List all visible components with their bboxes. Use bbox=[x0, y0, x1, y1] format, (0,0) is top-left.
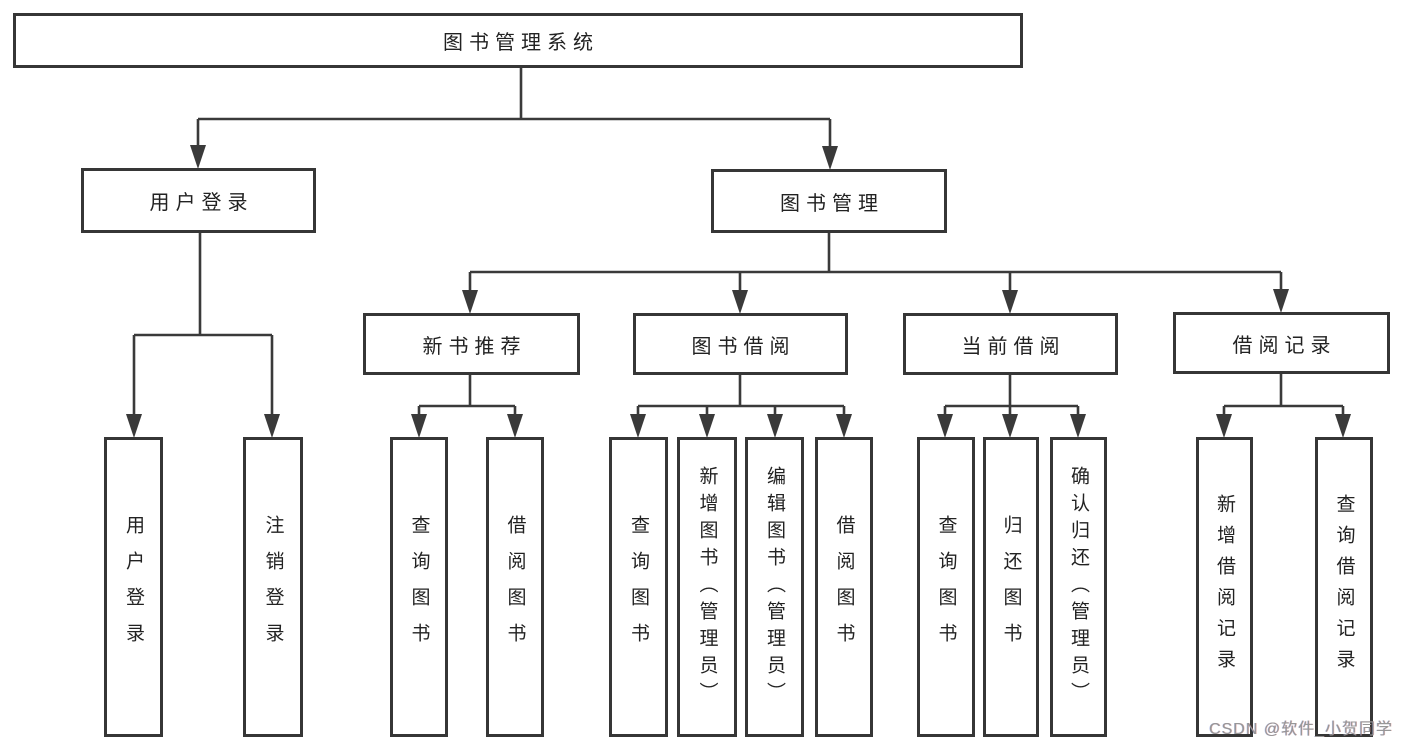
leaf-add-book-admin-label: 新增图书（管理员） bbox=[696, 465, 718, 709]
leaf-borrow-query-book-label: 查询图书 bbox=[628, 515, 649, 659]
leaf-borrow-book-label: 借阅图书 bbox=[833, 515, 855, 659]
node-new-book-recommendation: 新书推荐 bbox=[363, 313, 580, 375]
node-new-book-recommendation-label: 新书推荐 bbox=[422, 335, 527, 358]
leaf-edit-book-admin: 编辑图书（管理员） bbox=[745, 437, 804, 737]
leaf-edit-book-admin-label: 编辑图书（管理员） bbox=[764, 465, 785, 709]
arrowheads bbox=[126, 145, 1351, 438]
leaf-recommend-query-book: 查询图书 bbox=[390, 437, 448, 737]
node-book-borrowing-label: 图书借阅 bbox=[691, 335, 796, 358]
connector-paths bbox=[132, 68, 1345, 414]
leaf-query-borrow-record: 查询借阅记录 bbox=[1315, 437, 1373, 737]
leaf-borrow-query-book: 查询图书 bbox=[609, 437, 668, 737]
leaf-recommend-query-book-label: 查询图书 bbox=[408, 515, 430, 659]
node-root-label: 图书管理系统 bbox=[443, 32, 599, 54]
node-user-login: 用户登录 bbox=[81, 168, 316, 233]
leaf-borrow-book: 借阅图书 bbox=[815, 437, 873, 737]
csdn-watermark: CSDN @软件_小贺同学 bbox=[1209, 721, 1393, 738]
node-root-system: 图书管理系统 bbox=[13, 13, 1023, 68]
leaf-return-book-label: 归还图书 bbox=[1000, 515, 1022, 659]
leaf-query-borrow-record-label: 查询借阅记录 bbox=[1333, 494, 1355, 680]
node-borrowing-records-label: 借阅记录 bbox=[1232, 334, 1337, 357]
node-book-management-label: 图书管理 bbox=[780, 192, 884, 215]
node-user-login-label: 用户登录 bbox=[149, 192, 254, 214]
node-borrowing-records: 借阅记录 bbox=[1173, 312, 1390, 374]
node-book-management: 图书管理 bbox=[711, 169, 947, 233]
leaf-confirm-return-admin: 确认归还（管理员） bbox=[1050, 437, 1107, 737]
leaf-recommend-borrow-book-label: 借阅图书 bbox=[504, 515, 526, 659]
leaf-recommend-borrow-book: 借阅图书 bbox=[486, 437, 544, 737]
leaf-return-book: 归还图书 bbox=[983, 437, 1039, 737]
node-current-borrowing-label: 当前借阅 bbox=[961, 335, 1066, 358]
leaf-add-borrow-record: 新增借阅记录 bbox=[1196, 437, 1253, 737]
leaf-current-query-book: 查询图书 bbox=[917, 437, 975, 737]
leaf-add-borrow-record-label: 新增借阅记录 bbox=[1214, 494, 1235, 680]
leaf-user-login: 用户登录 bbox=[104, 437, 163, 737]
leaf-logout: 注销登录 bbox=[243, 437, 303, 737]
leaf-add-book-admin: 新增图书（管理员） bbox=[677, 437, 737, 737]
leaf-current-query-book-label: 查询图书 bbox=[935, 515, 957, 659]
leaf-confirm-return-admin-label: 确认归还（管理员） bbox=[1068, 465, 1089, 709]
leaf-logout-label: 注销登录 bbox=[262, 515, 284, 659]
leaf-user-login-label: 用户登录 bbox=[123, 515, 144, 659]
node-book-borrowing: 图书借阅 bbox=[633, 313, 848, 375]
node-current-borrowing: 当前借阅 bbox=[903, 313, 1118, 375]
